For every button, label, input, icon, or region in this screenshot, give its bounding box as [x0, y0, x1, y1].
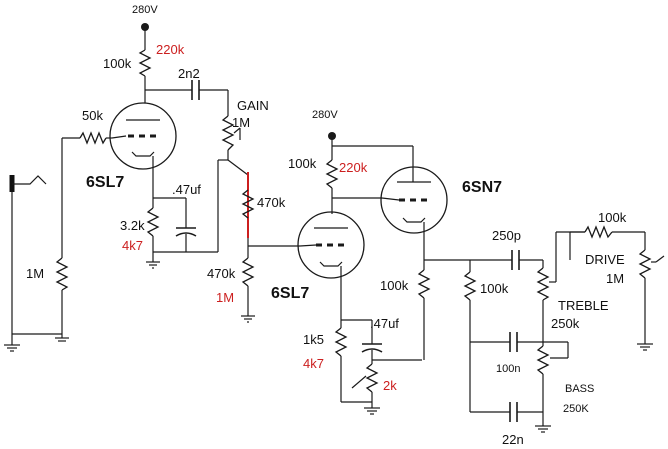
- cathode2-cap-label: .47uf: [370, 316, 399, 331]
- drive-pot-label: DRIVE: [585, 252, 625, 267]
- cf-load-resistor: [417, 222, 512, 360]
- treble-pot-label: TREBLE: [558, 298, 609, 313]
- cathode1-network: [146, 156, 219, 269]
- series-resistor-470k: [227, 159, 300, 247]
- cathode1-resistor-label: 3.2k: [120, 218, 145, 233]
- tube2-symbol: [297, 211, 365, 279]
- bass-cap: [509, 402, 543, 422]
- tube1-label: 6SL7: [86, 174, 124, 191]
- supply-label-2: 280V: [312, 109, 338, 121]
- tone-slope-label: 100k: [480, 281, 509, 296]
- cathode1-resistor-alt-label: 4k7: [122, 238, 143, 253]
- grid-stopper-resistor: [62, 131, 112, 145]
- drive-pot-value: 1M: [606, 271, 624, 286]
- grid-stopper-label: 50k: [82, 108, 103, 123]
- coupling-cap-1: [145, 80, 229, 116]
- coupling-cap-1-label: 2n2: [178, 66, 200, 81]
- cf-load-label: 100k: [380, 278, 409, 293]
- cathode2-resistor-alt-label: 4k7: [303, 356, 324, 371]
- grid-resistor-2: [241, 246, 255, 323]
- bass-cap-label: 22n: [502, 432, 524, 447]
- cathode2-network: [334, 266, 422, 415]
- plate-resistor-1-alt-label: 220k: [156, 42, 185, 57]
- series-resistor-label: 470k: [257, 195, 286, 210]
- bass-pot-label: BASS: [565, 383, 594, 395]
- supply-label-1: 280V: [132, 4, 158, 16]
- grid-resistor-2-label: 470k: [207, 266, 236, 281]
- cathode1-cap-label: .47uf: [172, 182, 201, 197]
- drive-network: [569, 225, 665, 351]
- plate-resistor-2-alt-label: 220k: [339, 160, 368, 175]
- input-jack: [9, 175, 62, 340]
- cathode2-resistor-label: 1k5: [303, 332, 324, 347]
- cathode2-pot-label: 2k: [383, 378, 397, 393]
- drive-series-label: 100k: [598, 210, 627, 225]
- treble-pot-value: 250k: [551, 316, 580, 331]
- plate-resistor-1-label: 100k: [103, 56, 132, 71]
- tone-slope-resistor: [463, 260, 510, 413]
- plate-resistor-2-label: 100k: [288, 156, 317, 171]
- grid-resistor-2-alt-label: 1M: [216, 290, 234, 305]
- gain-pot-value: 1M: [232, 115, 250, 130]
- treble-cap-label: 250p: [492, 228, 521, 243]
- tube3-label: 6SN7: [462, 179, 502, 196]
- plate-resistor-2: [325, 136, 414, 214]
- treble-cap: [511, 250, 543, 270]
- tube2-label: 6SL7: [271, 285, 309, 302]
- input-leak-resistor-label: 1M: [26, 266, 44, 281]
- gain-pot-label: GAIN: [237, 98, 269, 113]
- bass-pot: [535, 341, 569, 433]
- mid-cap-label: 100n: [496, 363, 520, 375]
- tube1-symbol: [109, 102, 177, 170]
- tube3-symbol: [380, 166, 448, 234]
- gain-pot: [217, 115, 241, 240]
- mid-cap: [509, 332, 543, 352]
- bass-pot-value: 250K: [563, 403, 589, 415]
- plate-resistor-1: [138, 27, 152, 103]
- ground-symbol-input: [4, 340, 20, 352]
- input-leak-resistor: [55, 138, 69, 342]
